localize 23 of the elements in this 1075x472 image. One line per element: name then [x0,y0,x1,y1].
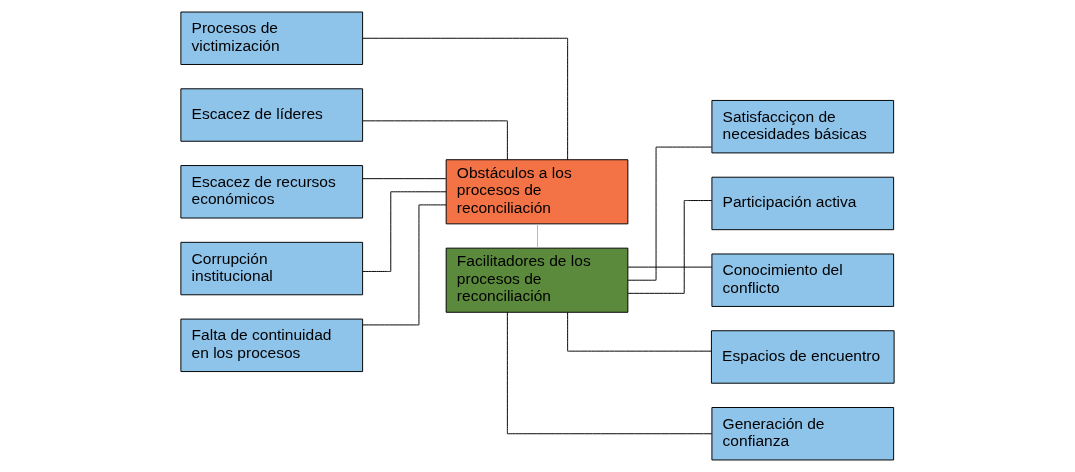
connector [362,120,508,161]
node-box: Facilitadores de los procesos de reconciliación [445,247,629,313]
node-box: Escacez de recursos económicos [180,165,364,219]
node-box: Participación activa [711,176,895,231]
node-box: Corrupción institucional [180,241,364,296]
connector [362,204,447,326]
node-box: Obstáculos a los procesos de reconciliación [445,159,629,225]
node-box: Satisfacciçon de necesidades básicas [711,99,895,154]
node-box: Espacios de encuentro [710,330,895,384]
connector [362,178,447,180]
connector [627,200,713,294]
node-box: Generación de confianza [711,407,895,461]
node-box: Escacez de líderes [180,88,364,142]
connector [567,311,712,352]
node-box: Procesos de victimización [180,11,364,65]
node-box: Falta de continuidad en los procesos [180,318,364,373]
connector [362,191,447,272]
connector [362,37,569,161]
connector [537,223,538,249]
connector [627,146,712,281]
connector [627,266,713,268]
connector [506,311,713,435]
node-box: Conocimiento del conflicto [711,253,895,307]
